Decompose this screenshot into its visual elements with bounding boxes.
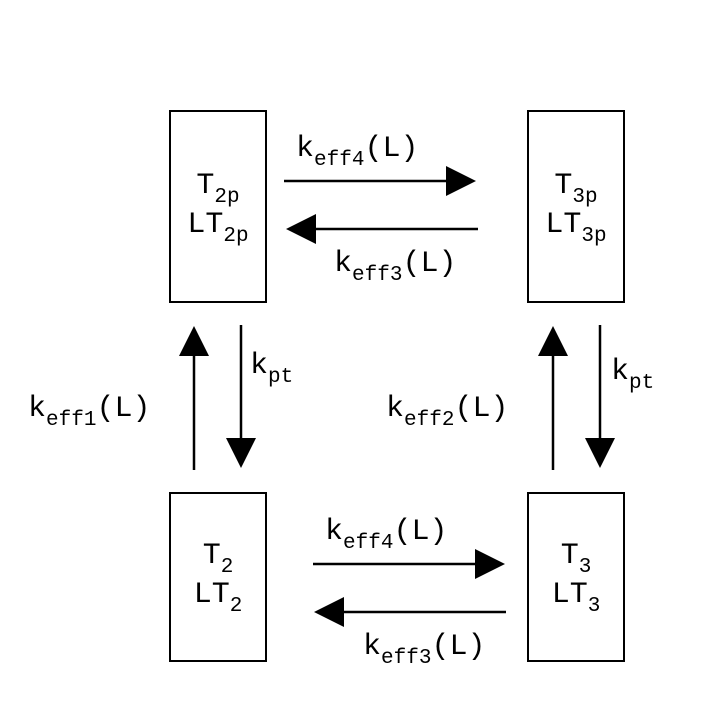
species-t3: T3 bbox=[560, 539, 592, 579]
species-t3p: T3p bbox=[554, 168, 598, 209]
rate-label-top-forward: keff4(L) bbox=[296, 132, 419, 172]
species-t2: T2 bbox=[202, 539, 234, 579]
box-t3p: T3p LT3p bbox=[527, 110, 625, 303]
species-lt3p: LT3p bbox=[545, 207, 607, 248]
arrow-t3p-to-t2p bbox=[286, 214, 478, 244]
species-lt2p: LT2p bbox=[187, 207, 249, 248]
arrow-t3-to-t3p bbox=[538, 326, 568, 470]
arrow-t3-to-t2 bbox=[314, 597, 506, 627]
box-t2p: T2p LT2p bbox=[169, 110, 267, 303]
arrow-t3p-to-t3 bbox=[585, 325, 615, 468]
rate-label-top-reverse: keff3(L) bbox=[334, 247, 457, 287]
species-lt2: LT2 bbox=[193, 578, 243, 618]
box-t3: T3 LT3 bbox=[527, 492, 625, 662]
arrow-t2-to-t2p bbox=[179, 326, 209, 470]
arrow-t2p-to-t2 bbox=[226, 325, 256, 468]
rate-label-right-down: kpt bbox=[611, 355, 655, 395]
rate-label-bottom-reverse: keff3(L) bbox=[363, 630, 486, 670]
rate-label-left-up: keff1(L) bbox=[28, 392, 151, 432]
rate-label-bottom-forward: keff4(L) bbox=[325, 515, 448, 555]
rate-label-left-down: kpt bbox=[250, 349, 294, 389]
rate-label-right-up: keff2(L) bbox=[386, 392, 509, 432]
arrow-t2p-to-t3p bbox=[284, 166, 476, 196]
box-t2: T2 LT2 bbox=[169, 492, 267, 662]
species-t2p: T2p bbox=[196, 168, 240, 209]
species-lt3: LT3 bbox=[551, 578, 601, 618]
arrow-t2-to-t3 bbox=[313, 549, 505, 579]
